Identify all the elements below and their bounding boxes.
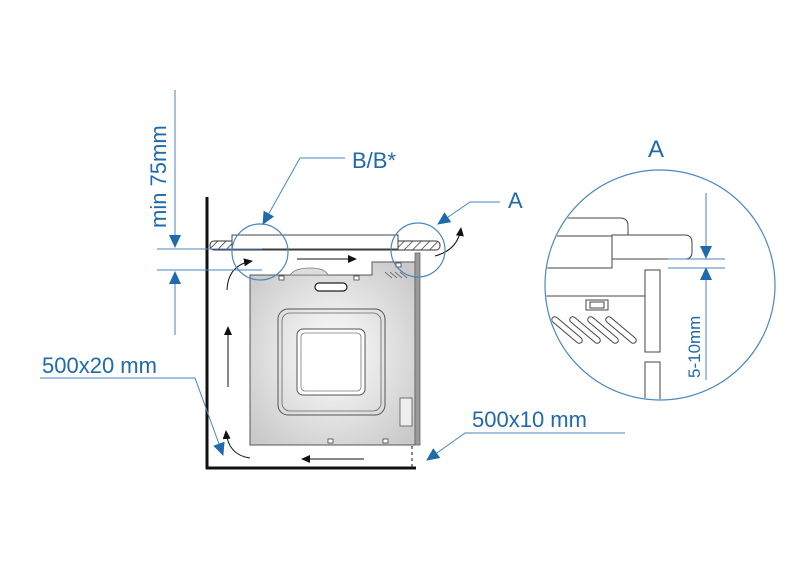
- worktop: [209, 234, 441, 251]
- vent-slots: [384, 271, 408, 279]
- detail-a-label: A: [508, 188, 523, 213]
- leader-lines: [40, 157, 625, 461]
- detail-b-label: B/B*: [352, 148, 396, 173]
- oven-body: [249, 261, 416, 446]
- detail-gap-label: 5-10mm: [685, 316, 704, 378]
- min-gap-dimension: [157, 90, 262, 335]
- detail-a-enlarged: [544, 169, 776, 401]
- cabinet-wall: [205, 197, 416, 470]
- detail-title: A: [648, 136, 664, 163]
- min-gap-label: min 75mm: [146, 125, 171, 228]
- bottom-left-vent-label: 500x20 mm: [42, 353, 157, 378]
- bottom-right-vent-label: 500x10 mm: [472, 407, 587, 432]
- oven-door: [414, 252, 421, 446]
- detail-circle-a: [390, 222, 446, 278]
- detail-circle-b: [231, 223, 289, 281]
